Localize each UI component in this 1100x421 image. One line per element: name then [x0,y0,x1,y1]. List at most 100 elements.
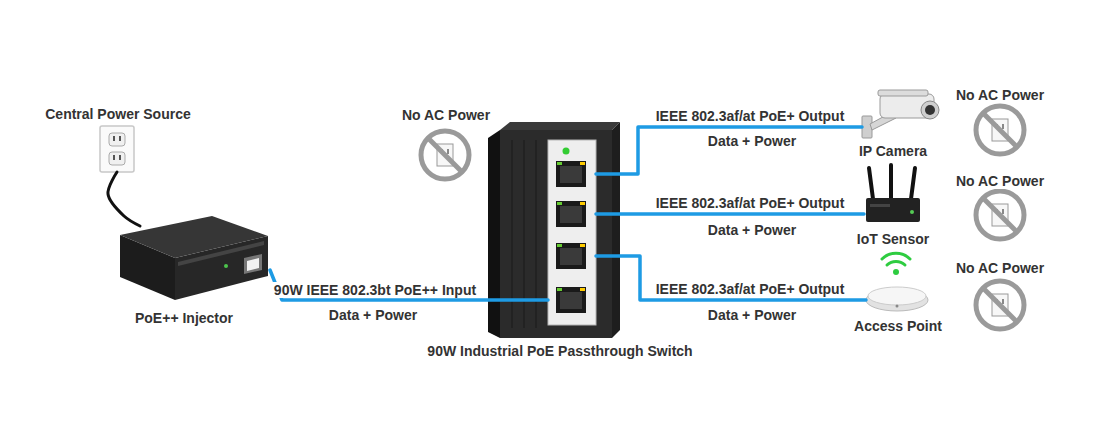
iot-sensor-icon [911,168,915,199]
rj45-port [557,244,562,247]
cable-note: Data + Power [327,307,419,323]
rj45-port [556,201,586,227]
ip-camera-icon [921,101,939,119]
poe-injector-body [244,254,262,274]
access-point-icon [866,253,928,311]
ip-camera-icon [925,105,935,115]
cable-note: Data + Power [706,222,798,238]
poe-switch-body [500,122,620,130]
no-power-icon [1002,124,1004,129]
poe-switch-body [548,140,596,325]
rj45-port [580,288,585,291]
access-point-device: Access Point [866,286,928,314]
no-power-icon [976,106,1024,154]
no-power-icon [1002,209,1004,214]
rj45-port [557,288,562,291]
iot-sensor-icon [869,168,873,199]
rj45-port [557,162,562,165]
cable-label: IEEE 802.3af/at PoE+ Output [654,281,847,297]
camera-device: IP Camera [862,90,940,138]
rj45-port [556,201,586,227]
rj45-port [560,206,582,223]
wall-outlet [100,126,134,172]
status-note: No AC Power [954,260,1046,276]
cable-label: IEEE 802.3af/at PoE+ Output [654,195,847,211]
ethernet-cable [270,270,548,300]
rj45-port [557,202,562,205]
device-label: PoE++ Injector [135,310,233,326]
cable-note: Data + Power [706,133,798,149]
device-label: 90W Industrial PoE Passthrough Switch [427,343,692,359]
iot-sensor-icon [866,165,920,222]
rj45-port [556,287,586,313]
sensor-device: IoT Sensor [864,196,922,222]
no-power-icon [976,281,1024,329]
access-point-icon [887,261,905,265]
iot-sensor-icon [889,165,893,199]
wall-outlet [113,136,115,141]
wall-outlet [100,126,134,172]
switch-device: 90W Industrial PoE Passthrough Switch [548,140,596,325]
ip-camera-icon [862,90,939,138]
iot-sensor-icon [870,204,890,207]
poe-switch-body [488,122,620,338]
no-power-icon [976,191,1024,239]
no-power-icon [1002,299,1004,304]
cable-label: 90W IEEE 802.3bt PoE++ Input [272,282,478,298]
rj45-port [556,161,586,187]
access-point-icon [882,253,910,259]
cable-note: Data + Power [706,307,798,323]
access-point-icon [893,269,899,275]
no-power-icon [421,131,469,179]
rj45-port [580,244,585,247]
wall-outlet [113,155,115,160]
wall-outlet [119,136,121,141]
no-power-icon [976,106,1024,154]
device-label: IoT Sensor [857,231,929,247]
poe-switch-body [612,122,620,338]
rj45-port [560,166,582,183]
no-power-icon [983,198,1017,232]
rj45-port [580,162,585,165]
no-power-icon [983,113,1017,147]
rj45-port [560,292,582,309]
rj45-port [560,248,582,265]
no-power-icon [976,281,1024,329]
no-power-icon [447,149,449,154]
status-note: No AC Power [400,107,492,123]
wall-outlet [119,155,121,160]
no-power-icon [421,131,469,179]
rj45-port [556,287,586,313]
power-outlet: Central Power Source [100,126,134,172]
no-power-icon [428,138,462,172]
wall-outlet [109,133,125,146]
iot-sensor-icon [910,210,914,214]
poe-switch-body [500,130,612,338]
rj45-port [556,161,586,187]
poe-injector-body [224,264,228,268]
power-cord [108,172,140,226]
poe-switch-body [488,130,500,338]
poe-injector-body [247,258,259,271]
poe-injector-body [120,216,268,258]
access-point-icon [896,305,899,308]
ethernet-cable [596,127,862,174]
device-label: IP Camera [859,143,927,159]
iot-sensor-icon [866,198,920,222]
access-point-icon [868,287,926,305]
status-note: No AC Power [954,87,1046,103]
ip-camera-icon [878,90,928,96]
no-power-icon [983,288,1017,322]
rj45-port [580,202,585,205]
device-label: Access Point [854,318,942,334]
injector-device: PoE++ Injector [118,226,270,302]
no-power-icon [976,191,1024,239]
status-note: No AC Power [954,173,1046,189]
ethernet-cable [596,256,866,300]
cable-label: IEEE 802.3af/at PoE+ Output [654,108,847,124]
rj45-port [556,243,586,269]
wall-outlet [109,152,125,165]
